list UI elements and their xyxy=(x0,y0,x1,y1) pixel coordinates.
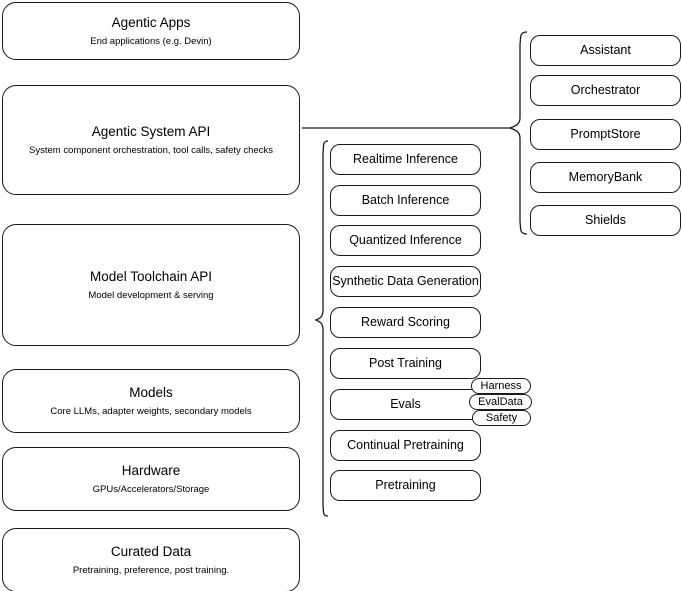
toolchain-item-label: Continual Pretraining xyxy=(347,437,464,452)
layer-subtitle: Core LLMs, adapter weights, secondary mo… xyxy=(50,405,252,417)
toolchain-item-label: Realtime Inference xyxy=(353,151,458,166)
toolchain-item-label: Quantized Inference xyxy=(349,232,462,247)
toolchain-item-evals[interactable]: Evals xyxy=(330,389,481,420)
layer-subtitle: End applications (e.g. Devin) xyxy=(90,35,212,47)
toolchain-item-label: Synthetic Data Generation xyxy=(332,273,479,288)
system-item-label: Assistant xyxy=(580,42,631,57)
toolchain-item-batch-inference[interactable]: Batch Inference xyxy=(330,185,481,216)
toolchain-item-label: Pretraining xyxy=(375,477,436,492)
toolchain-item-label: Reward Scoring xyxy=(361,314,450,329)
layer-agentic-system-api[interactable]: Agentic System API System component orch… xyxy=(2,85,300,195)
layer-title: Curated Data xyxy=(110,543,192,559)
toolchain-item-continual-pretraining[interactable]: Continual Pretraining xyxy=(330,430,481,461)
layer-subtitle: System component orchestration, tool cal… xyxy=(29,144,273,156)
eval-pill-harness[interactable]: Harness xyxy=(471,378,531,394)
system-item-orchestrator[interactable]: Orchestrator xyxy=(530,75,681,106)
eval-pill-label: Harness xyxy=(480,380,522,392)
layer-subtitle: Model development & serving xyxy=(88,289,214,301)
layer-title: Agentic Apps xyxy=(111,14,191,30)
brace-system-components xyxy=(507,31,528,235)
eval-pill-evaldata[interactable]: EvalData xyxy=(469,394,532,410)
brace-toolchain-components xyxy=(314,140,329,517)
layer-title: Agentic System API xyxy=(91,123,211,139)
system-item-label: Shields xyxy=(585,212,626,227)
toolchain-item-pretraining[interactable]: Pretraining xyxy=(330,470,481,501)
system-item-label: MemoryBank xyxy=(568,169,643,184)
layer-subtitle: Pretraining, preference, post training. xyxy=(72,564,230,576)
toolchain-item-reward-scoring[interactable]: Reward Scoring xyxy=(330,307,481,338)
layer-title: Models xyxy=(129,384,173,400)
layer-agentic-apps[interactable]: Agentic Apps End applications (e.g. Devi… xyxy=(2,2,300,60)
system-item-label: PromptStore xyxy=(570,126,641,141)
toolchain-item-realtime-inference[interactable]: Realtime Inference xyxy=(330,144,481,175)
layer-hardware[interactable]: Hardware GPUs/Accelerators/Storage xyxy=(2,447,300,511)
eval-pill-safety[interactable]: Safety xyxy=(472,410,531,426)
toolchain-item-label: Batch Inference xyxy=(361,192,450,207)
eval-pill-label: EvalData xyxy=(478,396,523,408)
system-item-label: Orchestrator xyxy=(570,82,641,97)
toolchain-item-quantized-inference[interactable]: Quantized Inference xyxy=(330,225,481,256)
layer-model-toolchain-api[interactable]: Model Toolchain API Model development & … xyxy=(2,224,300,346)
layer-curated-data[interactable]: Curated Data Pretraining, preference, po… xyxy=(2,528,300,591)
layer-title: Hardware xyxy=(121,462,181,478)
system-item-assistant[interactable]: Assistant xyxy=(530,35,681,66)
layer-models[interactable]: Models Core LLMs, adapter weights, secon… xyxy=(2,369,300,433)
system-item-shields[interactable]: Shields xyxy=(530,205,681,236)
system-item-promptstore[interactable]: PromptStore xyxy=(530,119,681,150)
toolchain-item-label: Evals xyxy=(390,396,421,411)
toolchain-item-synthetic-data-generation[interactable]: Synthetic Data Generation xyxy=(330,266,481,297)
eval-pill-label: Safety xyxy=(485,412,518,424)
toolchain-item-post-training[interactable]: Post Training xyxy=(330,348,481,379)
layer-subtitle: GPUs/Accelerators/Storage xyxy=(92,483,210,495)
system-item-memorybank[interactable]: MemoryBank xyxy=(530,162,681,193)
toolchain-item-label: Post Training xyxy=(369,355,442,370)
layer-title: Model Toolchain API xyxy=(89,268,213,284)
